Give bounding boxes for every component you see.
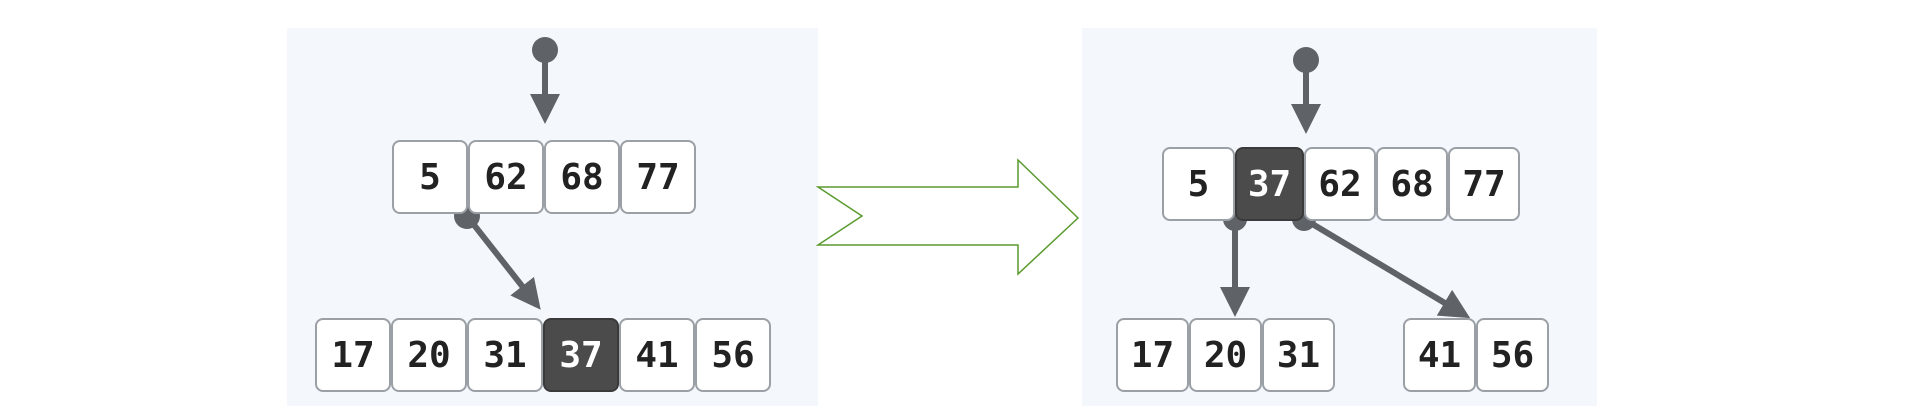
key-cell: 41 (1403, 318, 1476, 392)
key-cell: 68 (544, 140, 620, 214)
highlighted-key-cell: 37 (543, 318, 619, 392)
key-cell: 31 (1262, 318, 1335, 392)
key-cell: 5 (392, 140, 468, 214)
root-pointer (530, 37, 560, 124)
key-cell: 20 (391, 318, 467, 392)
key-cell: 77 (1448, 147, 1520, 221)
key-cell: 62 (1304, 147, 1376, 221)
key-cell: 41 (619, 318, 695, 392)
key-cell: 56 (695, 318, 771, 392)
key-cell: 5 (1162, 147, 1235, 221)
key-cell: 56 (1476, 318, 1549, 392)
key-cell: 31 (467, 318, 543, 392)
right-child-pointer (1292, 207, 1471, 319)
left-child-pointer (1220, 207, 1250, 317)
key-cell: 68 (1376, 147, 1448, 221)
after-split-panel: 5 37 62 68 77 17 20 31 41 56 (1082, 28, 1597, 406)
root-pointer (1291, 47, 1321, 134)
key-cell: 17 (1116, 318, 1189, 392)
key-cell: 77 (620, 140, 696, 214)
key-cell: 20 (1189, 318, 1262, 392)
key-cell: 17 (315, 318, 391, 392)
key-cell: 62 (468, 140, 544, 214)
before-split-panel: 5 62 68 77 17 20 31 37 41 56 (287, 28, 818, 406)
highlighted-key-cell: 37 (1235, 147, 1304, 221)
